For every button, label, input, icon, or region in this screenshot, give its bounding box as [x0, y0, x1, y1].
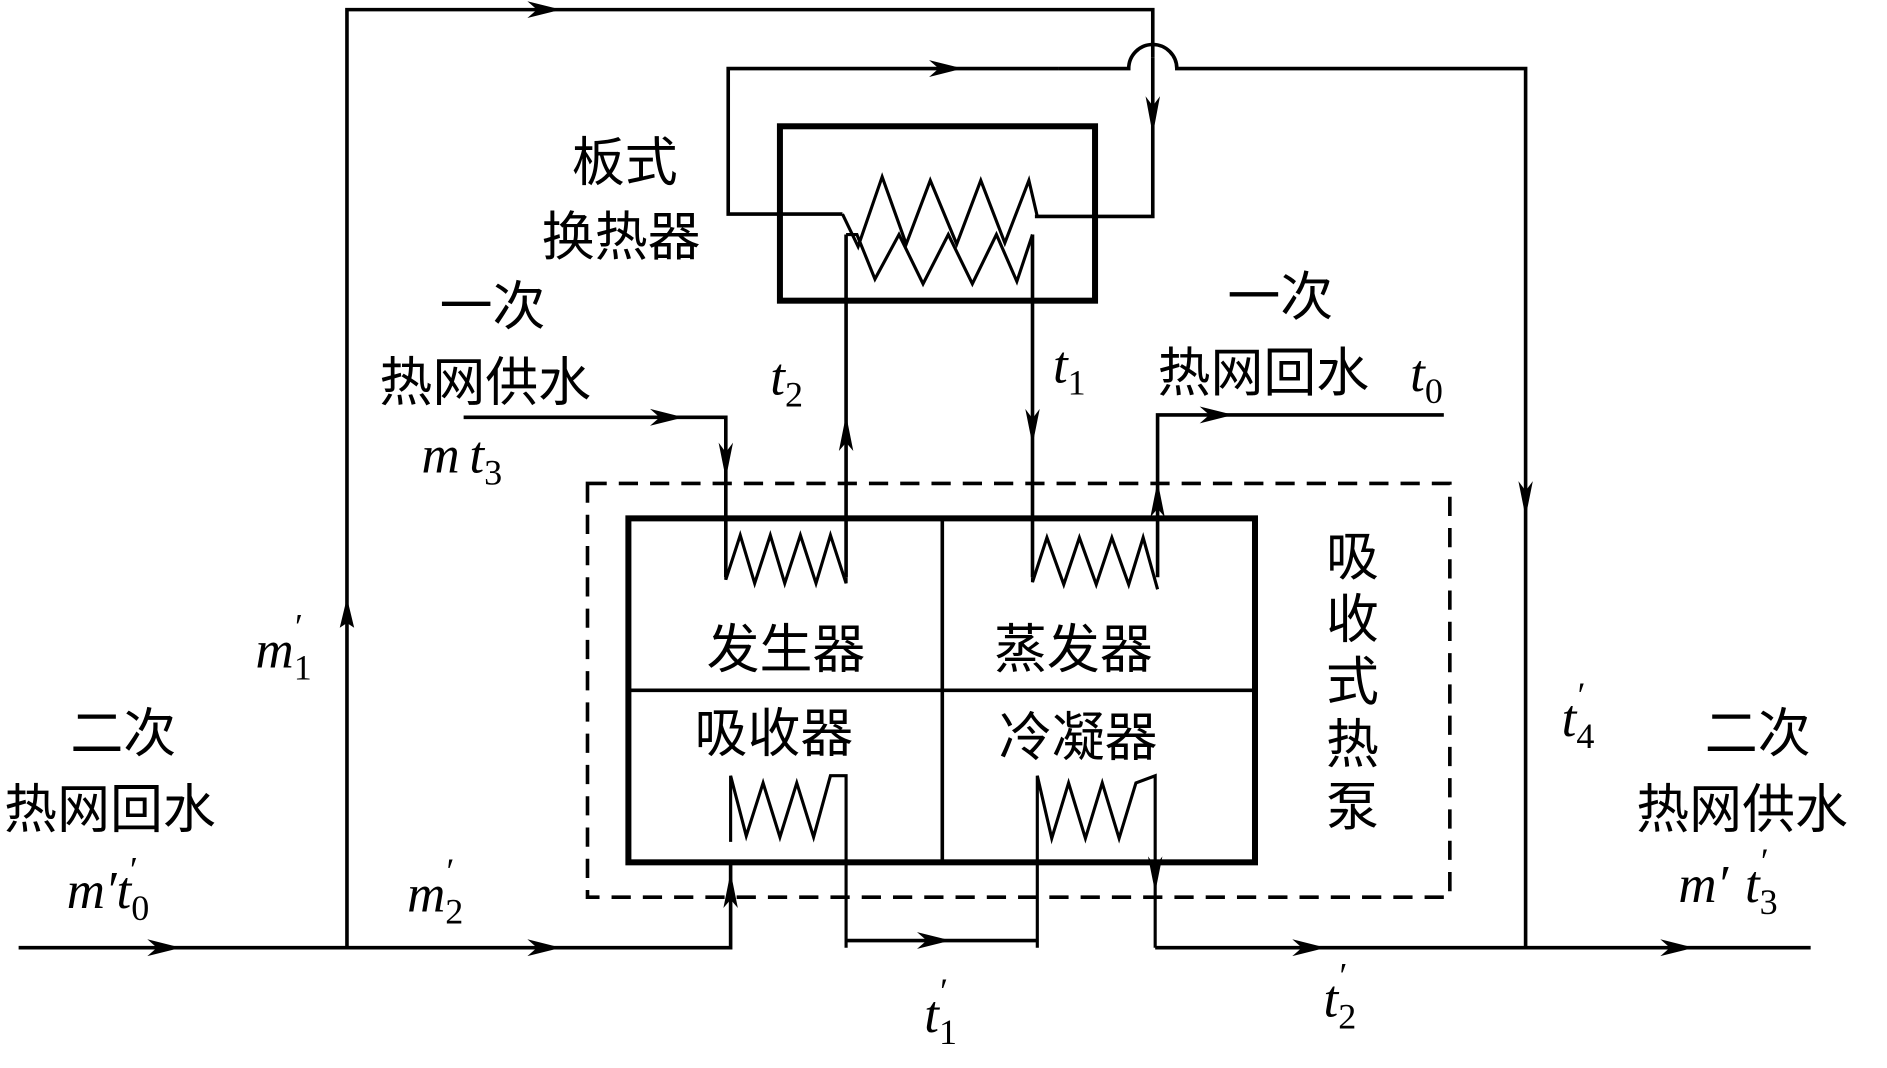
svg-text:收: 收	[1326, 589, 1379, 650]
label-t1-prime: t1′	[924, 971, 957, 1052]
arrow-up-icon	[723, 871, 738, 909]
arrow-down-icon	[1025, 408, 1040, 445]
plate-hx-secondary-loop	[726, 42, 1533, 948]
svg-text:吸: 吸	[1326, 527, 1379, 588]
label-t1: t1	[1053, 336, 1086, 402]
evaporator-label: 蒸发器	[994, 620, 1153, 681]
arrow-right-icon	[917, 932, 951, 949]
secondary-supply-label-2: 热网供水	[1636, 779, 1848, 840]
arrow-right-icon	[650, 408, 684, 426]
generator-coil	[724, 529, 848, 589]
bypass-pipe-m1	[339, 1, 1155, 948]
arrow-right-icon	[1660, 939, 1694, 957]
absorber-to-condenser-pipe	[846, 932, 1038, 949]
svg-text:泵: 泵	[1326, 777, 1379, 838]
arrow-down-icon	[1518, 481, 1533, 518]
secondary-return-label-1: 二次	[70, 704, 176, 765]
arrow-down-icon	[1147, 856, 1163, 893]
primary-return-stream: 一次 热网回水 t0	[1150, 267, 1444, 578]
arrow-down-icon	[1145, 96, 1160, 135]
arrow-right-icon	[1292, 939, 1326, 957]
secondary-return-label-2: 热网回水	[4, 779, 216, 840]
plate-heat-exchanger: 板式 换热器	[542, 123, 1099, 304]
arrow-right-icon	[1199, 406, 1234, 424]
arrow-down-icon	[718, 442, 734, 479]
arrow-right-icon	[929, 60, 963, 77]
label-t2: t2	[770, 348, 803, 414]
secondary-supply-stream: 二次 热网供水 m′t3′	[1147, 704, 1848, 957]
label-m1-prime: m1′	[256, 607, 312, 688]
secondary-return-mt0: m′t0′	[67, 850, 150, 928]
heat-pump-vertical-label: 吸 收 式 热 泵	[1326, 527, 1379, 838]
generator-label: 发生器	[707, 620, 866, 681]
arrow-right-icon	[527, 1, 562, 19]
primary-return-label-2: 热网回水	[1158, 343, 1370, 404]
evaporator-coil	[1030, 532, 1160, 590]
arrow-up-icon	[838, 414, 854, 452]
svg-text:热: 热	[1326, 715, 1379, 776]
arrow-up-icon	[1150, 481, 1165, 518]
label-t2-prime: t2′	[1324, 955, 1357, 1036]
plate-hx-primary-pipes	[838, 234, 1040, 578]
absorption-heat-pump: 发生器 蒸发器 吸收器 冷凝器 吸 收 式 热 泵	[585, 481, 1452, 948]
absorber-coil	[729, 774, 848, 948]
plate-hx-label-1: 板式	[572, 132, 678, 193]
primary-return-label-1: 一次	[1227, 267, 1333, 328]
arrow-up-icon	[339, 597, 355, 628]
secondary-supply-label-1: 二次	[1705, 704, 1811, 765]
label-m2-prime: m2′	[407, 851, 463, 932]
condenser-label: 冷凝器	[999, 707, 1158, 768]
primary-supply-label-1: 一次	[440, 277, 546, 338]
heat-pump-boundary	[585, 481, 1452, 900]
secondary-supply-mt3: m′t3′	[1678, 841, 1777, 922]
plate-hx-label-2: 换热器	[542, 207, 701, 268]
absorber-label: 吸收器	[695, 704, 854, 765]
svg-text:式: 式	[1326, 652, 1379, 713]
secondary-return-stream: 二次 热网回水 m′t0′	[4, 704, 738, 957]
primary-return-t0: t0	[1410, 345, 1443, 411]
condenser-coil	[1035, 773, 1157, 948]
label-t4-prime: t4′	[1562, 675, 1595, 756]
arrow-right-icon	[527, 939, 562, 957]
lower-coil	[846, 230, 1034, 288]
arrow-right-icon	[147, 939, 181, 957]
upper-coil	[841, 172, 1039, 251]
primary-supply-label-2: 热网供水	[379, 353, 591, 414]
